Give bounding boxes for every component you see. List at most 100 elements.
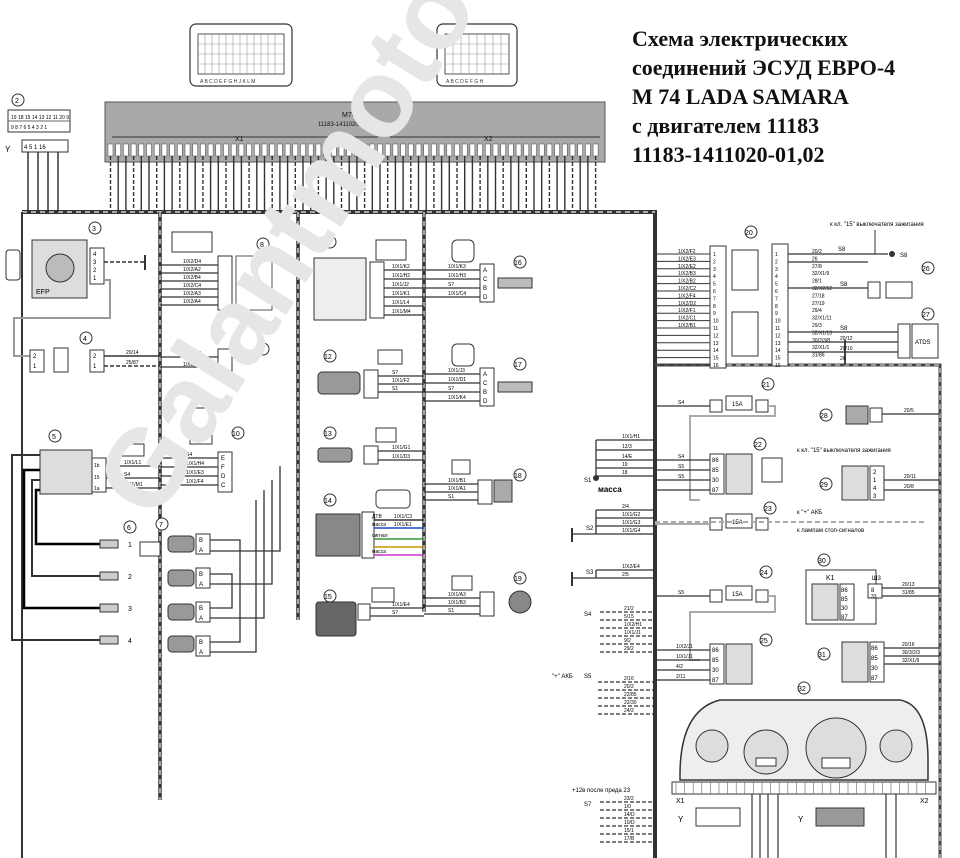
ecu-pin bbox=[254, 143, 260, 157]
component-13: 13 1/X1/G11/X1/D3 bbox=[317, 426, 424, 465]
ign-label-top: к кл. "15" выключателя зажигания bbox=[830, 222, 924, 228]
num-31: 31 bbox=[818, 652, 826, 659]
ecu-pin bbox=[523, 143, 530, 157]
svg-text:86: 86 bbox=[712, 648, 719, 654]
wire-x2-d3: 1/X2/D3 bbox=[183, 351, 201, 357]
r31-w2: 30/3/2/3 bbox=[902, 650, 920, 656]
wire-x1-k4: 1/X1/K4 bbox=[448, 395, 466, 401]
svg-text:B: B bbox=[483, 286, 487, 292]
akb-w3: 22/85 bbox=[624, 692, 637, 698]
svg-text:86: 86 bbox=[841, 588, 848, 594]
ecu-pin bbox=[146, 143, 152, 157]
ecu-pin bbox=[469, 143, 476, 157]
svg-text:1/X2/J1: 1/X2/J1 bbox=[676, 644, 693, 650]
svg-text:1/X2/H1: 1/X2/H1 bbox=[624, 622, 642, 628]
wire-x1-j2: 1/X1/J2 bbox=[392, 282, 409, 288]
c29-w2: 20/8 bbox=[904, 484, 914, 490]
num-11: 11 bbox=[324, 240, 331, 247]
ecu-pin bbox=[577, 143, 583, 157]
harness-wire-label: 1/X2/D2 bbox=[678, 301, 696, 307]
massa-label-14a: масса bbox=[372, 522, 386, 528]
svg-text:C: C bbox=[483, 381, 488, 387]
ecu-pin bbox=[246, 143, 252, 157]
wire-x1-k1: 1/X1/K1 bbox=[392, 291, 410, 297]
pin-number: 3 bbox=[713, 267, 716, 273]
wire-x2-d4: 1/X2/D4 bbox=[183, 259, 201, 265]
svg-text:3: 3 bbox=[873, 494, 877, 500]
ecu-pin bbox=[261, 143, 268, 157]
splice-s7: S7 bbox=[584, 802, 592, 808]
y-label-2: Y bbox=[5, 145, 11, 154]
harness-wire-label: 32/X1/13 bbox=[812, 330, 832, 336]
signal-label: сигнал bbox=[372, 533, 388, 539]
svg-text:S5: S5 bbox=[678, 474, 684, 480]
ecu-connector-x1: A B C D E F G H J K L M bbox=[189, 23, 293, 87]
ecu-pin bbox=[153, 143, 160, 157]
svg-text:1: 1 bbox=[873, 478, 877, 484]
svg-text:B: B bbox=[199, 572, 203, 578]
ecu-pin bbox=[230, 143, 237, 157]
svg-text:86: 86 bbox=[871, 646, 878, 652]
svg-text:A: A bbox=[199, 548, 203, 554]
num-2: 2 bbox=[15, 98, 19, 105]
svg-text:A: A bbox=[199, 582, 203, 588]
wire-x2-c4: 1/X2/C4 bbox=[183, 283, 201, 289]
title-line-5: 11183-1411020-01,02 bbox=[632, 142, 825, 167]
num-29: 29 bbox=[820, 482, 828, 489]
harness-wire-label: 29/4 bbox=[812, 308, 822, 314]
diagram-title: Схема электрических соединений ЭСУД ЕВРО… bbox=[632, 24, 952, 169]
ecu-pin bbox=[284, 143, 291, 157]
svg-text:30: 30 bbox=[712, 478, 719, 484]
component-9: 9 1/X2/D3 1/X2/A1 bbox=[160, 342, 270, 372]
ecu-pin bbox=[569, 143, 576, 157]
wire-x1-b1: 1/X1/B1 bbox=[448, 478, 466, 484]
svg-text:1/X1/E3: 1/X1/E3 bbox=[186, 470, 204, 476]
ecu-pin bbox=[207, 143, 214, 157]
ecu-pin bbox=[169, 143, 175, 157]
svg-text:4: 4 bbox=[93, 252, 97, 258]
wire-x1-g1: 1/X1/G1 bbox=[392, 445, 411, 451]
harness-wire-label: 1/X2/E3 bbox=[678, 256, 696, 262]
num-22: 22 bbox=[754, 442, 762, 449]
mass-w8: 1/X1/G3 bbox=[622, 520, 641, 526]
x2-letters: A B C D E F G H bbox=[446, 79, 484, 85]
ecu-pin bbox=[431, 143, 437, 157]
ecu-pin bbox=[269, 143, 275, 157]
ecu-pin bbox=[515, 143, 522, 157]
ecu-pin bbox=[454, 143, 460, 157]
num-6: 6 bbox=[127, 525, 131, 532]
pin-number: 12 bbox=[775, 333, 781, 339]
svg-text:20/12: 20/12 bbox=[840, 336, 853, 342]
svg-text:S7: S7 bbox=[392, 370, 398, 376]
num-21: 21 bbox=[762, 382, 770, 389]
svg-text:S7: S7 bbox=[448, 386, 454, 392]
title-line-2: соединений ЭСУД ЕВРО-4 bbox=[632, 55, 896, 80]
ecu-x2-label: X2 bbox=[484, 136, 493, 143]
pin-number: 4 bbox=[775, 274, 778, 280]
num-7: 7 bbox=[159, 522, 163, 529]
num-10: 10 bbox=[232, 431, 240, 438]
plug-3: 3 bbox=[128, 606, 132, 613]
main-harness bbox=[21, 210, 942, 858]
fuse-24: 24 15A S5 bbox=[655, 565, 776, 661]
svg-text:A: A bbox=[199, 616, 203, 622]
wire-x1-k3: 1/X1/K3 bbox=[448, 264, 466, 270]
svg-text:C: C bbox=[483, 277, 488, 283]
ecu-pin bbox=[323, 143, 329, 157]
svg-text:15: 15 bbox=[94, 475, 100, 481]
harness-wire-label: 31/86 bbox=[812, 353, 825, 359]
component-14: 14 ДТВ масса сигнал масса 1/X1/C3 1/X1/E… bbox=[315, 489, 424, 559]
svg-text:1/X1/F4: 1/X1/F4 bbox=[186, 479, 204, 485]
svg-text:87: 87 bbox=[841, 615, 848, 621]
svg-text:1: 1 bbox=[93, 276, 97, 282]
c29-w1: 20/11 bbox=[904, 474, 916, 480]
component-8: 8 1/X2/D4 1/X2/A2 1/X2/B4 1/X2/C4 1/X2/A… bbox=[160, 231, 273, 311]
ecu-pin bbox=[130, 143, 137, 157]
wire-x1-l4: 1/X1/L4 bbox=[392, 300, 409, 306]
ecu-pin bbox=[461, 143, 468, 157]
